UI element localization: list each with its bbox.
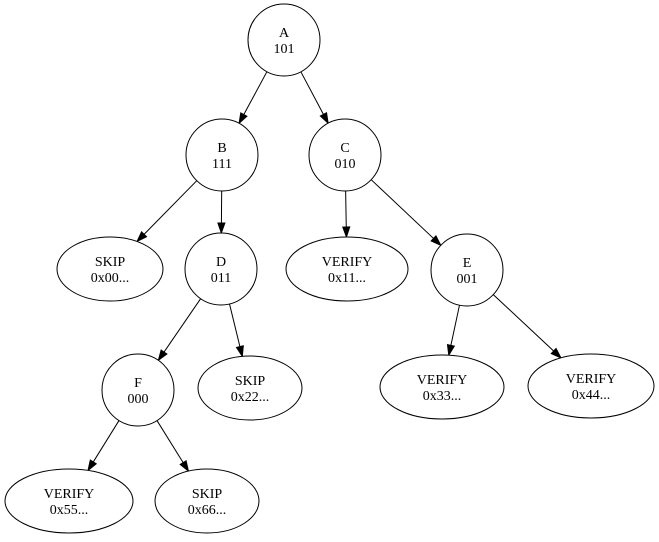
node-circle <box>101 353 175 427</box>
edge-A-B <box>238 71 268 125</box>
arrowhead-icon <box>217 222 226 235</box>
node-circle <box>247 3 321 77</box>
arrowhead-icon <box>238 112 248 125</box>
edge-C-verify-0x11 <box>342 190 351 239</box>
node-ellipse <box>154 468 260 534</box>
edge-B-D <box>217 190 226 235</box>
arrowhead-icon <box>430 235 442 247</box>
arrowhead-icon <box>319 111 329 125</box>
arrowhead-icon <box>550 347 563 359</box>
arrowhead-icon <box>446 344 456 357</box>
edge-C-E <box>370 179 442 247</box>
edge-D-skip-0x22 <box>229 303 244 358</box>
arrowhead-icon <box>157 349 168 362</box>
edge-D-F <box>157 298 202 362</box>
node-ellipse <box>527 353 655 419</box>
arrowhead-icon <box>235 345 244 358</box>
node-circle <box>308 118 382 192</box>
node-ellipse <box>56 236 164 302</box>
edge-E-verify-0x33 <box>446 305 460 357</box>
node-ellipse <box>379 354 505 420</box>
node-ellipse <box>197 355 303 421</box>
node-circle <box>430 233 504 307</box>
node-ellipse <box>285 236 409 302</box>
edge-A-C <box>300 71 329 125</box>
node-ellipse <box>4 468 134 534</box>
arrowhead-icon <box>87 459 98 472</box>
node-circle <box>185 118 259 192</box>
edge-F-skip-0x66 <box>156 420 190 473</box>
arrowhead-icon <box>179 459 190 473</box>
arrowhead-icon <box>342 226 351 239</box>
arrowhead-icon <box>135 231 148 243</box>
edge-B-skip-0x00 <box>135 180 198 243</box>
edge-F-verify-0x55 <box>87 420 120 472</box>
edge-E-verify-0x44 <box>492 294 563 359</box>
node-circle <box>184 232 258 306</box>
